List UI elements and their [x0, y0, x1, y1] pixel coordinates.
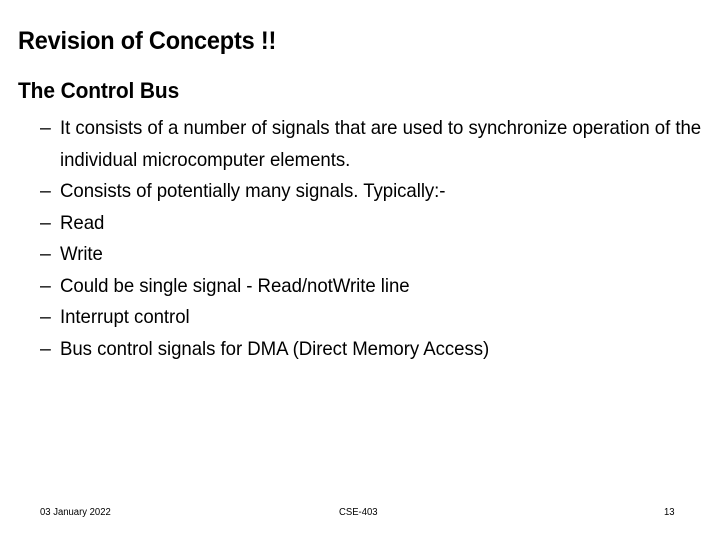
list-item: – It consists of a number of signals tha… — [18, 113, 702, 176]
slide-body: The Control Bus – It consists of a numbe… — [18, 78, 702, 365]
page-title: Revision of Concepts !! — [18, 27, 277, 55]
list-item: – Consists of potentially many signals. … — [18, 176, 702, 208]
bullet-dash-icon: – — [40, 180, 51, 202]
list-item: – Could be single signal - Read/notWrite… — [18, 271, 702, 303]
section-heading: The Control Bus — [18, 78, 180, 103]
list-item-text: Read — [60, 211, 105, 234]
list-item-text: Could be single signal - Read/notWrite l… — [60, 274, 410, 297]
bullet-dash-icon: – — [40, 243, 51, 265]
list-item-text: Consists of potentially many signals. Ty… — [60, 180, 446, 202]
list-item: – Write — [18, 239, 702, 271]
slide-footer: 03 January 2022 CSE-403 13 — [0, 506, 720, 526]
list-item-text: Write — [60, 243, 103, 265]
list-item-text: Interrupt control — [60, 306, 190, 328]
bullet-dash-icon: – — [40, 211, 51, 234]
bullet-list: – It consists of a number of signals tha… — [18, 113, 702, 365]
footer-course-code: CSE-403 — [339, 507, 378, 518]
list-item: – Read — [18, 208, 702, 240]
footer-date: 03 January 2022 — [40, 507, 111, 518]
list-item: – Bus control signals for DMA (Direct Me… — [18, 334, 702, 366]
footer-page-number: 13 — [664, 507, 675, 518]
list-item: – Interrupt control — [18, 302, 702, 334]
bullet-dash-icon: – — [40, 117, 51, 139]
bullet-dash-icon: – — [40, 306, 51, 328]
list-item-text: It consists of a number of signals that … — [60, 117, 702, 171]
bullet-dash-icon: – — [40, 274, 51, 297]
list-item-text: Bus control signals for DMA (Direct Memo… — [60, 337, 490, 360]
bullet-dash-icon: – — [40, 337, 51, 360]
